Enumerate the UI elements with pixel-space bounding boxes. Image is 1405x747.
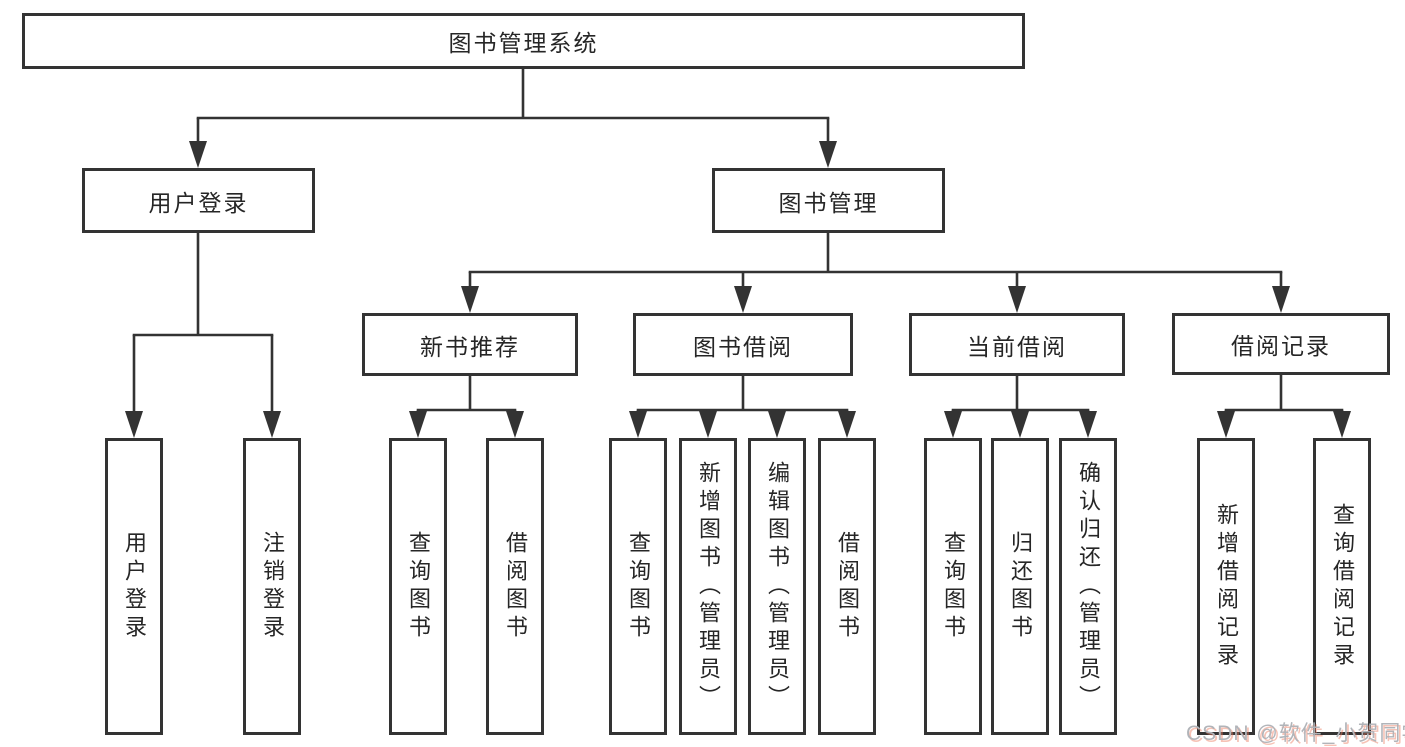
leaf-confirm-return-admin: 确认归还（管理员）	[1059, 438, 1117, 735]
node-current-borrowing: 当前借阅	[909, 313, 1125, 376]
node-label: 查询图书	[406, 530, 431, 643]
node-library-system: 图书管理系统	[22, 13, 1025, 69]
node-label: 图书管理系统	[448, 30, 599, 56]
node-label: 图书借阅	[693, 333, 793, 360]
leaf-user-login: 用户登录	[105, 438, 163, 735]
node-book-borrowing: 图书借阅	[633, 313, 853, 376]
leaf-query-borrow-record: 查询借阅记录	[1313, 438, 1371, 735]
node-label: 当前借阅	[967, 333, 1067, 360]
node-label: 查询图书	[941, 530, 966, 643]
leaf-add-book-admin: 新增图书（管理员）	[679, 438, 737, 735]
node-label: 新书推荐	[420, 333, 520, 360]
node-label: 借阅记录	[1231, 333, 1331, 359]
node-label: 新增图书（管理员）	[696, 460, 721, 713]
node-label: 用户登录	[148, 189, 249, 216]
node-label: 编辑图书（管理员）	[765, 460, 790, 713]
leaf-edit-book-admin: 编辑图书（管理员）	[748, 438, 806, 735]
node-user-login: 用户登录	[82, 168, 315, 233]
node-label: 查询图书	[626, 530, 651, 643]
node-label: 查询借阅记录	[1330, 502, 1355, 671]
leaf-logout: 注销登录	[243, 438, 301, 735]
node-label: 图书管理	[778, 189, 879, 216]
node-label: 新增借阅记录	[1214, 502, 1239, 671]
node-borrowing-records: 借阅记录	[1172, 313, 1390, 375]
leaf-borrow-book-recommend: 借阅图书	[486, 438, 544, 735]
leaf-borrow-book: 借阅图书	[818, 438, 876, 735]
node-label: 确认归还（管理员）	[1076, 460, 1101, 713]
node-label: 借阅图书	[503, 530, 528, 643]
node-label: 用户登录	[122, 530, 147, 643]
node-label: 归还图书	[1008, 530, 1033, 643]
leaf-query-book-borrowing: 查询图书	[609, 438, 667, 735]
node-label: 注销登录	[260, 530, 285, 643]
node-label: 借阅图书	[835, 530, 860, 643]
node-book-management: 图书管理	[712, 168, 945, 233]
csdn-watermark: CSDN @软件_小贺同学	[1186, 722, 1405, 745]
leaf-query-book-current: 查询图书	[924, 438, 982, 735]
node-new-book-recommend: 新书推荐	[362, 313, 578, 376]
leaf-query-book-recommend: 查询图书	[389, 438, 447, 735]
leaf-add-borrow-record: 新增借阅记录	[1197, 438, 1255, 735]
leaf-return-book: 归还图书	[991, 438, 1049, 735]
